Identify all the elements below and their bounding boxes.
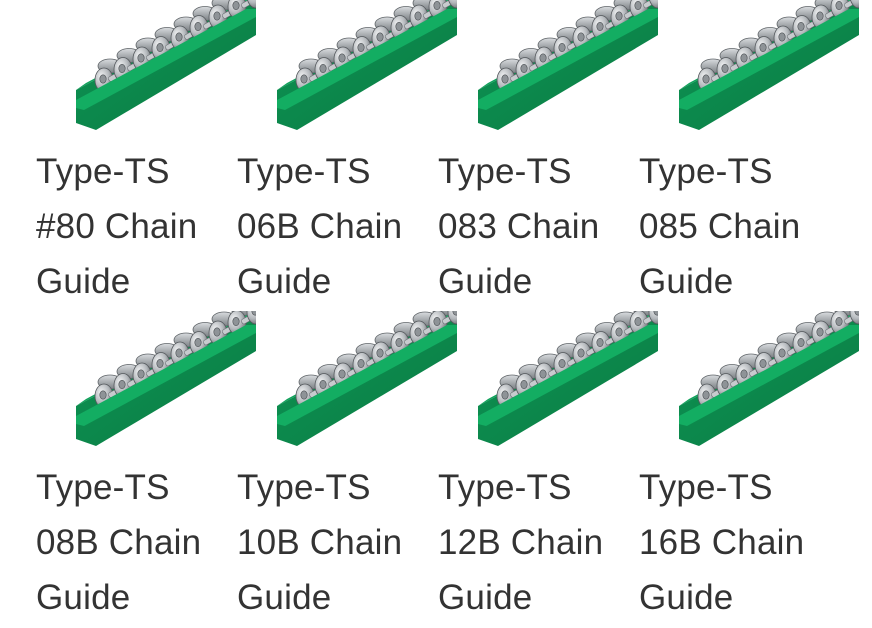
product-title-line1: Type-TS: [237, 468, 371, 507]
product-image[interactable]: [56, 311, 256, 451]
product-title-line3: Guide: [639, 578, 734, 617]
chain-guide-image: [478, 0, 658, 130]
product-title-line1: Type-TS: [237, 152, 371, 191]
product-title-line3: Guide: [36, 262, 131, 301]
product-title-line1: Type-TS: [438, 152, 572, 191]
product-title-line2: 08B Chain: [36, 523, 202, 562]
product-title-line2: #80 Chain: [36, 207, 198, 246]
product-image[interactable]: [56, 0, 256, 135]
product-title-line1: Type-TS: [36, 152, 170, 191]
product-image[interactable]: [458, 0, 658, 135]
product-image[interactable]: [257, 311, 457, 451]
product-image[interactable]: [458, 311, 658, 451]
product-title-line1: Type-TS: [639, 152, 773, 191]
product-title-line2: 12B Chain: [438, 523, 604, 562]
product-title-line3: Guide: [36, 578, 131, 617]
product-title-line2: 10B Chain: [237, 523, 403, 562]
product-title-line3: Guide: [237, 578, 332, 617]
chain-guide-image: [76, 311, 256, 446]
product-title-line3: Guide: [237, 262, 332, 301]
chain-guide-image: [478, 311, 658, 446]
product-title-line2: 085 Chain: [639, 207, 801, 246]
product-title-line1: Type-TS: [36, 468, 170, 507]
chain-guide-image: [277, 311, 457, 446]
chain-guide-image: [679, 0, 859, 130]
product-image[interactable]: [257, 0, 457, 135]
product-title-line1: Type-TS: [639, 468, 773, 507]
product-title-line2: 083 Chain: [438, 207, 600, 246]
product-title-line3: Guide: [639, 262, 734, 301]
product-image[interactable]: [659, 311, 859, 451]
product-title-line2: 06B Chain: [237, 207, 403, 246]
product-image[interactable]: [659, 0, 859, 135]
chain-guide-image: [277, 0, 457, 130]
product-title-line3: Guide: [438, 578, 533, 617]
product-title-line1: Type-TS: [438, 468, 572, 507]
chain-guide-image: [76, 0, 256, 130]
product-title-line2: 16B Chain: [639, 523, 805, 562]
product-title-line3: Guide: [438, 262, 533, 301]
chain-guide-image: [679, 311, 859, 446]
